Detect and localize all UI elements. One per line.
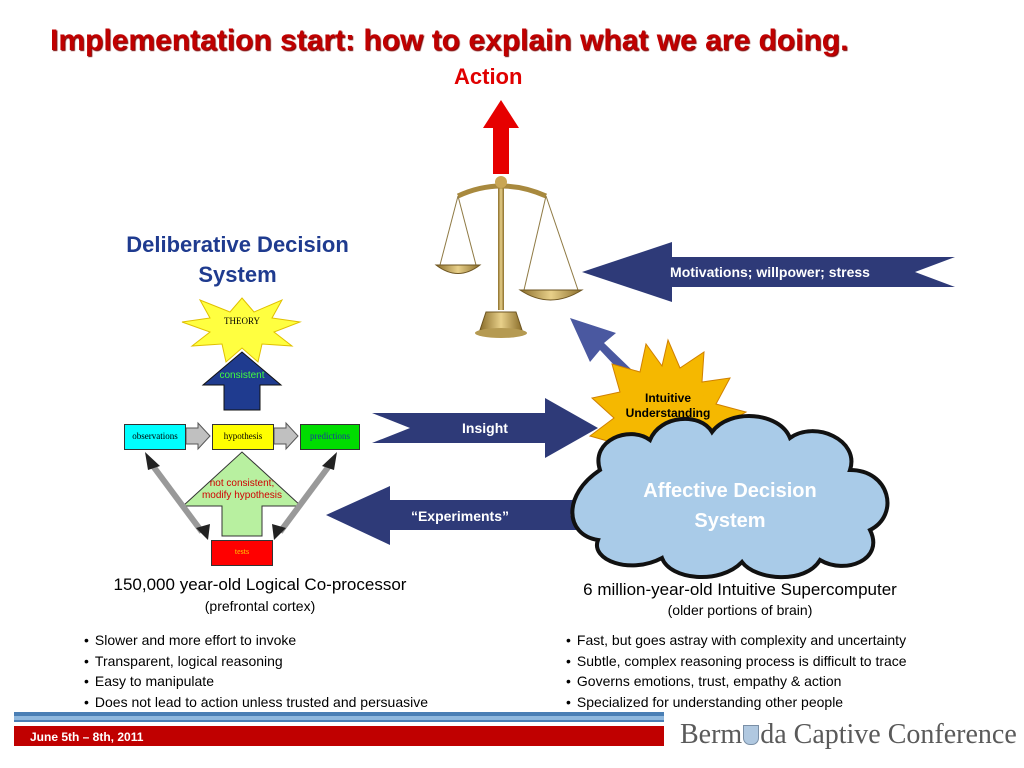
list-item: Slower and more effort to invoke [84,630,428,651]
not-consistent-line2: modify hypothesis [201,490,283,501]
deliberative-bullets: Slower and more effort to invoke Transpa… [84,630,428,712]
list-item: Subtle, complex reasoning process is dif… [566,651,907,672]
tests-box: tests [211,540,273,566]
experiments-label: “Experiments” [410,508,510,524]
sun-label-line1: Intuitive [644,391,691,405]
footer-band [14,712,664,746]
not-consistent-label: not consistent; modify hypothesis [200,478,284,502]
affective-subcaption: (older portions of brain) [667,602,813,618]
consistent-arrow [201,351,283,411]
cloud-shape [570,414,890,580]
list-item: Easy to manipulate [84,671,428,692]
list-item: Transparent, logical reasoning [84,651,428,672]
deliberative-subcaption: (prefrontal cortex) [204,598,316,614]
slide-title: Implementation start: how to explain wha… [50,24,849,57]
insight-arrow [372,398,598,458]
scales-icon [434,176,584,338]
footer-date: June 5th – 8th, 2011 [30,730,144,744]
consistent-label: consistent [219,370,265,381]
list-item: Governs emotions, trust, empathy & actio… [566,671,907,692]
conference-name-left: Berm [680,719,743,750]
flow-connector-2 [273,421,299,451]
affective-heading: Affective Decision System [600,476,860,536]
affective-caption: 6 million-year-old Intuitive Supercomput… [583,580,897,599]
sun-label-line2: Understanding [625,406,711,420]
list-item: Fast, but goes astray with complexity an… [566,630,907,651]
not-consistent-line1: not consistent; [209,478,275,489]
affective-bullets: Fast, but goes astray with complexity an… [566,630,907,712]
action-arrow [483,100,519,174]
affective-heading-line1: Affective Decision [643,480,817,502]
list-item: Specialized for understanding other peop… [566,692,907,713]
motivations-arrow [582,242,955,302]
theory-starburst [181,297,302,363]
bermuda-crest-icon [743,725,760,745]
predictions-to-tests-arrow [272,452,337,540]
observations-box: observations [124,424,186,450]
intuitive-understanding-label: Intuitive Understanding [614,391,722,421]
not-consistent-arrow [181,451,303,537]
experiments-arrow [326,486,598,545]
predictions-box: predictions [300,424,360,450]
deliberative-caption: 150,000 year-old Logical Co-processor [113,575,407,594]
action-label: Action [454,64,523,89]
observations-to-tests-arrow [145,452,210,540]
deliberative-heading: Deliberative Decision System [126,232,349,287]
insight-label: Insight [462,420,508,436]
motivations-label: Motivations; willpower; stress [670,264,870,280]
sun-to-scales-arrow [570,318,634,380]
theory-label: THEORY [224,316,260,326]
list-item: Does not lead to action unless trusted a… [84,692,428,713]
conference-name-right: da Captive Conference [760,719,1017,750]
affective-heading-line2: System [694,510,766,532]
flow-connector-1 [185,421,211,451]
hypothesis-box: hypothesis [212,424,274,450]
conference-logo: Berm da Captive Conference [680,719,1017,751]
